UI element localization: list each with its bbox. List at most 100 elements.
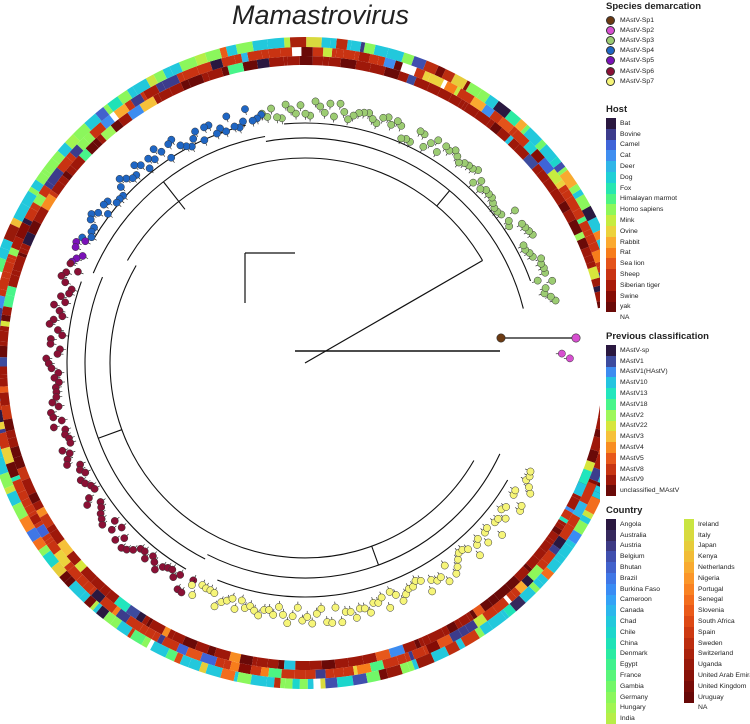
tree-tip-point — [337, 100, 344, 107]
tree-tip-point — [378, 594, 385, 601]
annotation-ring-segment — [292, 679, 300, 689]
tree-tip-point — [344, 116, 351, 123]
annotation-ring-segment — [336, 49, 344, 59]
legend-swatch — [606, 140, 616, 151]
legend-item: MAstV-Sp3 — [606, 35, 701, 45]
tree-tip-point — [566, 355, 573, 362]
tree-tip-point — [58, 417, 65, 424]
legend-swatch — [606, 464, 616, 475]
annotation-ring-segment — [313, 56, 324, 65]
legend-item: Canada — [606, 605, 684, 616]
tree-tip-point — [87, 216, 94, 223]
legend-item: Burkina Faso — [606, 584, 684, 595]
legend-swatch — [684, 659, 694, 670]
legend-label: Siberian tiger — [620, 282, 660, 289]
legend-label: yak — [620, 303, 631, 310]
legend-item: Ovine — [606, 226, 677, 237]
tree-tip-point — [98, 504, 105, 511]
annotation-ring-segment — [250, 665, 262, 676]
annotation-ring-segment — [267, 38, 285, 49]
legend-swatch — [684, 670, 694, 681]
tree-tip-point — [347, 608, 354, 615]
legend-label: MAstV13 — [620, 390, 648, 397]
annotation-ring-segment — [325, 669, 334, 679]
legend-label: MAstV-Sp7 — [620, 78, 654, 85]
tree-tip-point — [441, 562, 448, 569]
legend-item: MAstV-Sp2 — [606, 25, 701, 35]
tree-tip-point — [191, 128, 198, 135]
tree-tip-point — [88, 234, 95, 241]
tree-tip-point — [188, 581, 195, 588]
tree-tip-point — [231, 123, 238, 130]
tree-tip-point — [74, 268, 81, 275]
legend-label: China — [620, 640, 638, 647]
tree-tip-point — [158, 148, 165, 155]
previous-legend-title: Previous classification — [606, 331, 709, 342]
legend-swatch — [606, 713, 616, 724]
legend-swatch — [606, 584, 616, 595]
tree-tip-point — [527, 490, 534, 497]
legend-swatch — [606, 291, 616, 302]
legend-item: Germany — [606, 692, 684, 703]
annotation-ring-segment — [301, 47, 313, 56]
tree-tip-point — [178, 589, 185, 596]
tree-tip-point — [82, 469, 89, 476]
legend-item: MAstV1(HAstV) — [606, 367, 709, 378]
legend-label: Hungary — [620, 704, 646, 711]
tree-tip-point — [165, 141, 172, 148]
tree-tip-point — [503, 503, 510, 510]
tree-tip-point — [327, 100, 334, 107]
legend-swatch — [684, 638, 694, 649]
legend-item: Nigeria — [684, 573, 750, 584]
tree-tip-point — [400, 597, 407, 604]
tree-tip-point — [478, 177, 485, 184]
legend-item: Australia — [606, 530, 684, 541]
annotation-ring-segment — [323, 48, 333, 58]
legend-swatch — [606, 399, 616, 410]
tree-tip-point — [141, 555, 148, 562]
tree-tip-point — [145, 155, 152, 162]
legend-item: Belgium — [606, 551, 684, 562]
tree-tip-point — [104, 210, 111, 217]
legend-label: Mink — [620, 217, 634, 224]
legend-swatch — [606, 183, 616, 194]
annotation-ring-segment — [252, 39, 268, 51]
legend-item: Portugal — [684, 584, 750, 595]
legend-label: MAstV-Sp4 — [620, 47, 654, 54]
annotation-ring-segment — [257, 58, 270, 69]
legend-swatch — [606, 681, 616, 692]
annotation-ring-segment — [590, 436, 600, 451]
tree-tip-point — [190, 135, 197, 142]
annotation-ring-segment — [0, 366, 7, 375]
tree-backbone-arc — [127, 158, 482, 261]
annotation-ring-segment — [322, 660, 336, 670]
legend-label: Germany — [620, 694, 648, 701]
tree-tip-point — [91, 485, 98, 492]
legend-label: Netherlands — [698, 564, 735, 571]
legend-item: Italy — [684, 530, 750, 541]
annotation-ring-segment — [596, 417, 600, 431]
legend-swatch — [606, 269, 616, 280]
legend-item: Spain — [684, 627, 750, 638]
tree-tip-point — [477, 185, 484, 192]
legend-swatch — [606, 605, 616, 616]
tree-tip-point — [392, 591, 399, 598]
legend-item: Cat — [606, 150, 677, 161]
annotation-ring-segment — [323, 57, 330, 66]
annotation-ring-segment — [284, 37, 290, 47]
legend-label: MAstV2 — [620, 412, 644, 419]
legend-item: Chile — [606, 627, 684, 638]
tree-tip-point — [150, 146, 157, 153]
tree-tip-point-sp1 — [497, 334, 505, 342]
legend-label: Spain — [698, 629, 715, 636]
annotation-ring-segment — [350, 40, 361, 51]
legend-item: Siberian tiger — [606, 280, 677, 291]
legend-swatch — [684, 519, 694, 530]
tree-tip-point — [118, 524, 125, 531]
tree-tip-point — [329, 619, 336, 626]
legend-swatch — [606, 367, 616, 378]
legend-label: Slovenia — [698, 607, 724, 614]
legend-dot — [606, 16, 615, 25]
tree-tip-point — [177, 142, 184, 149]
